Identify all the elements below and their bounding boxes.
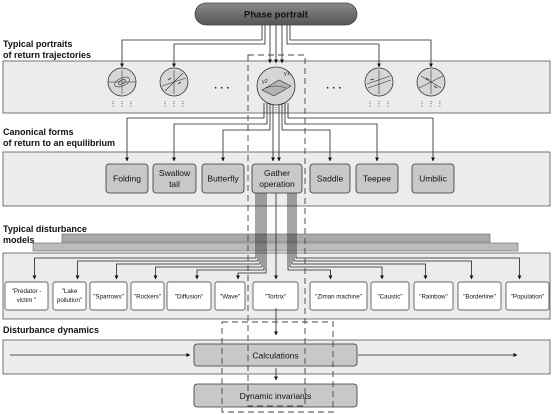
svg-text:⋮ ⋮ ⋮: ⋮ ⋮ ⋮: [162, 101, 187, 108]
model-connector: [289, 193, 384, 280]
gather-to-model-connectors: [32, 193, 522, 280]
model-label: "Population": [511, 294, 545, 301]
canonical-form-label: Teepee: [363, 174, 391, 184]
section-label-models: Typical disturbance: [3, 224, 87, 234]
canonical-form-box: Saddle: [309, 163, 351, 194]
gather-column-outline: [247, 54, 306, 407]
ellipsis-right: · · ·: [326, 83, 342, 94]
canonical-form-label: Gather: [264, 168, 290, 178]
center-label-y2: y1: [284, 71, 290, 77]
dynamics-outline: [221, 321, 334, 413]
spiral-portrait-icon: ⋮ ⋮ ⋮: [107, 67, 137, 108]
svg-text:⋮ ⋮ ⋮: ⋮ ⋮ ⋮: [419, 101, 444, 108]
model-label: "Borderline": [463, 294, 496, 301]
page-title: Phase portrait: [244, 10, 309, 21]
canonical-form-box: Butterfly: [201, 163, 245, 194]
model-connector: [153, 193, 263, 280]
model-box: "Rockers": [130, 281, 165, 311]
canonical-form-label: Saddle: [317, 174, 344, 184]
model-label-line2: victim ": [17, 297, 37, 304]
section-label-dynamics: Disturbance dynamics: [3, 325, 99, 335]
model-label: "Lake: [62, 288, 78, 295]
canonical-form-box: Umbilic: [411, 163, 455, 194]
canonical-form-label: Umbilic: [419, 174, 448, 184]
dynamic-invariants-box: Dynamic invariants: [193, 383, 358, 408]
canonical-form-label: Swallow: [159, 168, 191, 178]
model-connector: [114, 193, 261, 280]
model-connector: [236, 193, 267, 280]
model-connector: [295, 193, 522, 280]
model-box: "Sparrows": [89, 281, 128, 311]
phase-portrait-title: Phase portrait: [194, 2, 358, 26]
model-label: "Diffusion": [175, 294, 203, 301]
model-box: "Ziman machine": [309, 281, 368, 311]
model-connector: [32, 193, 257, 280]
canonical-form-label-line2: tail: [169, 179, 180, 189]
section-label-portraits: Typical portraits: [3, 39, 72, 49]
dynamics-flow: [10, 308, 518, 381]
model-label: "Tortrix": [265, 294, 286, 301]
model-connector: [293, 193, 474, 280]
model-box: "Predator - victim ": [4, 281, 49, 311]
model-box: "Population": [505, 281, 550, 311]
fold-portrait-icon: ⋮ ⋮ ⋮: [364, 67, 394, 108]
node-portrait-icon: ⋮ ⋮ ⋮: [159, 67, 189, 108]
canonical-form-label: Butterfly: [207, 174, 239, 184]
canonical-form-label: Folding: [113, 174, 141, 184]
model-connector: [291, 193, 428, 280]
model-label: "Ziman machine": [315, 294, 362, 301]
canonical-form-label-line2: operation: [259, 179, 295, 189]
section-label-portraits-sub: of return trajectories: [3, 50, 91, 60]
model-list: "Predator - victim " "Lake pollution" "Sparr…: [4, 281, 550, 311]
model-label: "Wave": [220, 294, 240, 301]
model-box: "Borderline": [457, 281, 502, 311]
model-label: "Rainbow": [419, 294, 447, 301]
model-box: "Caustic": [370, 281, 410, 311]
model-label: "Sparrows": [93, 294, 124, 301]
model-label: "Caustic": [377, 294, 402, 301]
model-box: "Lake pollution": [52, 281, 87, 311]
model-connector: [195, 193, 265, 280]
model-band-bottom: [32, 242, 519, 252]
model-label-line2: pollution": [57, 297, 82, 304]
svg-text:⋮ ⋮ ⋮: ⋮ ⋮ ⋮: [264, 107, 289, 114]
ellipsis-left: · · ·: [214, 83, 230, 94]
calculations-label: Calculations: [252, 351, 298, 361]
model-connector: [287, 193, 333, 280]
model-box: "Diffusion": [166, 281, 212, 311]
canonical-form-box: Teepee: [355, 163, 399, 194]
gather-surface-icon: y2 y1 ⋮ ⋮ ⋮: [256, 66, 296, 114]
calculations-box: Calculations: [193, 343, 358, 367]
section-label-models-sub: models: [3, 235, 35, 245]
saddle-portrait-icon: ⋮ ⋮ ⋮: [416, 67, 446, 108]
canonical-form-box: Folding: [105, 163, 149, 194]
section-label-canonical-sub: of return to an equilibrium: [3, 138, 115, 148]
section-label-canonical: Canonical forms: [3, 127, 74, 137]
model-label: "Predator -: [12, 288, 42, 295]
portrait-to-canonical-connectors: [125, 103, 435, 162]
model-box: "Tortrix": [252, 281, 299, 311]
dynamic-invariants-label: Dynamic invariants: [240, 391, 312, 401]
model-box: "Rainbow": [413, 281, 454, 311]
svg-text:⋮ ⋮ ⋮: ⋮ ⋮ ⋮: [110, 101, 135, 108]
svg-text:⋮ ⋮ ⋮: ⋮ ⋮ ⋮: [367, 101, 392, 108]
title-to-portraits-connectors: [120, 25, 433, 68]
model-box: "Wave": [214, 281, 246, 311]
model-label: "Rockers": [134, 294, 161, 301]
center-label-y1: y2: [262, 79, 268, 85]
model-connector: [75, 193, 259, 280]
